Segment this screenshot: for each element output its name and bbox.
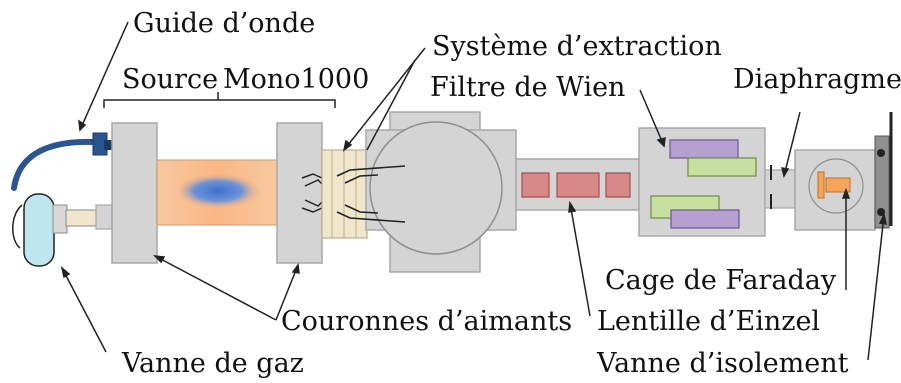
- faraday-cup: [794, 149, 876, 231]
- source-flange-left: [111, 122, 158, 264]
- diaphragm: [764, 165, 796, 209]
- label-source: Source: [122, 64, 218, 95]
- label-filtre-wien: Filtre de Wien: [430, 72, 625, 103]
- einzel-lens: [515, 158, 640, 211]
- source-mono1000: [95, 122, 323, 264]
- isolation-valve: [874, 112, 893, 229]
- central-chamber: [336, 111, 517, 273]
- plasma-blob: [174, 173, 262, 209]
- label-vanne-gaz: Vanne de gaz: [121, 348, 304, 379]
- label-mono1000: Mono1000: [223, 64, 369, 95]
- label-vanne-isolement: Vanne d’isolement: [596, 348, 849, 379]
- wien-filter: [638, 127, 766, 237]
- gas-valve: [12, 193, 99, 267]
- source-bracket: [103, 92, 336, 108]
- label-systeme-extraction: Système d’extraction: [432, 31, 722, 62]
- label-lentille-einzel: Lentille d’Einzel: [597, 306, 820, 337]
- extraction-system: [321, 149, 368, 239]
- waveguide: [11, 132, 112, 191]
- gas-line: [65, 209, 99, 227]
- label-diaphragme: Diaphragme: [733, 64, 901, 95]
- label-cage-faraday: Cage de Faraday: [605, 265, 837, 296]
- label-couronnes-aimants: Couronnes d’aimants: [281, 306, 572, 337]
- leader-lines: [60, 21, 887, 361]
- label-guide-onde: Guide d’onde: [133, 8, 315, 39]
- source-flange-right: [276, 122, 323, 264]
- gas-bottle: [23, 193, 55, 267]
